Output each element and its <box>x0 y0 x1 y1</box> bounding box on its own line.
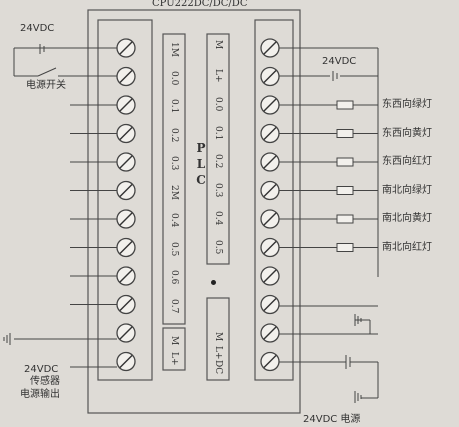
right-terminal-screws <box>260 38 280 372</box>
screw-terminal <box>116 180 136 201</box>
left-terminal-screws <box>116 38 136 372</box>
lamp-label: 南北向黄灯 <box>382 213 432 224</box>
output-terminal-label: 0.0 <box>213 97 223 112</box>
output-terminal-label: 0.1 <box>213 125 223 140</box>
wiring <box>3 44 379 403</box>
input-supply-voltage: 24VDC <box>20 23 55 34</box>
input-terminal-label: 0.5 <box>169 241 179 256</box>
lamp-label: 东西向红灯 <box>382 156 432 167</box>
screw-terminal <box>116 123 136 144</box>
screw-terminal <box>260 38 280 58</box>
screw-terminal <box>260 209 280 229</box>
screw-terminal <box>116 294 136 315</box>
screw-terminal <box>260 152 280 172</box>
screw-terminal <box>260 123 280 144</box>
plc-housing <box>87 9 301 414</box>
plc-label: P L C <box>196 141 206 187</box>
screw-terminal <box>260 95 280 115</box>
screw-terminal <box>116 351 136 372</box>
input-supply-terminal-label: M <box>169 336 179 346</box>
output-supply-terminal-label: DC <box>213 360 223 375</box>
sensor-output-label: 电源输出 <box>20 389 60 400</box>
output-terminal-label: L+ <box>213 68 223 83</box>
screw-terminal <box>260 266 280 286</box>
output-terminal-label: 0.4 <box>213 211 223 226</box>
plc-model-title: CPU222DC/DC/DC <box>152 0 248 9</box>
screw-terminal <box>260 294 280 315</box>
output-supply-terminal-label: L+ <box>213 346 223 360</box>
lamp-label: 南北向红灯 <box>382 241 432 253</box>
screw-terminal <box>260 180 280 201</box>
screw-terminal <box>116 209 136 229</box>
screw-terminal <box>260 66 280 87</box>
input-terminal-label: 2M <box>169 184 179 200</box>
screw-terminal <box>116 323 136 343</box>
screw-terminal <box>116 38 136 58</box>
power-supply-label: 24VDC 电源 <box>303 414 361 425</box>
screw-terminal <box>260 237 280 258</box>
output-supply-voltage: 24VDC <box>322 56 357 67</box>
input-supply-terminal-label: L+ <box>169 352 179 366</box>
power-switch-label: 电源开关 <box>26 80 66 91</box>
input-terminal-label: 0.4 <box>169 213 179 228</box>
screw-terminal <box>116 152 136 172</box>
sensor-voltage: 24VDC <box>24 364 59 375</box>
screw-terminal <box>116 66 136 87</box>
input-terminal-label: 1M <box>169 42 179 57</box>
input-terminal-label: 0.0 <box>169 70 179 85</box>
lamp-label: 东西向黄灯 <box>382 127 432 139</box>
output-terminal-label: 0.3 <box>213 182 223 197</box>
output-terminal-label: 0.5 <box>213 239 223 254</box>
input-terminal-label: 0.2 <box>169 127 179 142</box>
screw-terminal <box>260 323 280 343</box>
input-terminal-label: 0.7 <box>169 298 179 313</box>
screw-terminal <box>260 351 280 372</box>
input-terminal-label: 0.6 <box>169 270 179 285</box>
screw-terminal <box>116 95 136 115</box>
lamp-label: 东西向绿灯 <box>382 99 432 110</box>
screw-terminal <box>116 237 136 258</box>
input-terminal-label: 0.1 <box>169 99 179 114</box>
lamp-label: 南北向绿灯 <box>382 184 432 196</box>
sensor-label: 传感器 <box>30 376 60 387</box>
input-terminal-label: 0.3 <box>169 156 179 171</box>
screw-terminal <box>116 266 136 286</box>
separator-dot <box>211 280 216 285</box>
output-terminal-label: 0.2 <box>213 154 223 169</box>
output-supply-terminal-label: M <box>213 332 223 342</box>
output-terminal-label: M <box>213 40 223 50</box>
